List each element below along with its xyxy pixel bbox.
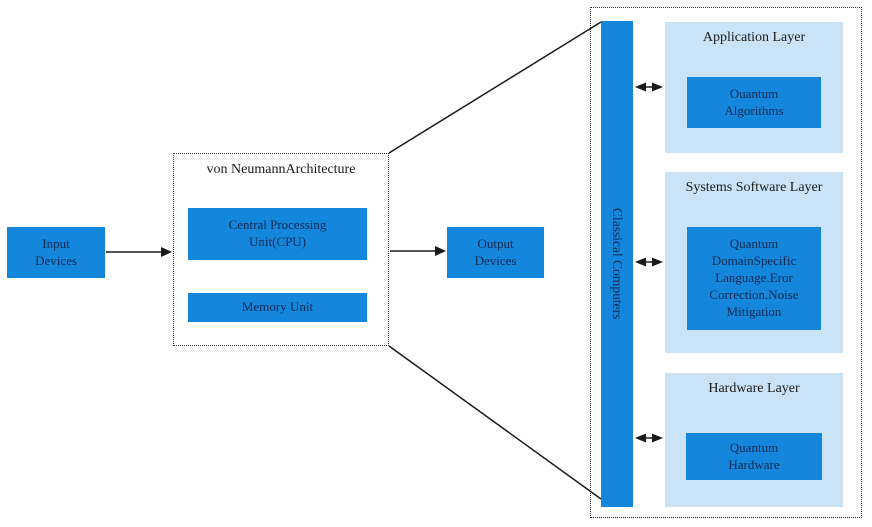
von-neumann-title: von NeumannArchitecture (206, 162, 356, 177)
quantum-dsl-box: Quantum DomainSpecific Language.Eror Cor… (687, 227, 821, 330)
cpu-box: Central Processing Unit(CPU) (188, 208, 367, 260)
von-neumann-box: von NeumannArchitecture Central Processi… (173, 153, 389, 346)
quantum-hardware-box: Quantum Hardware (686, 433, 822, 480)
systems-software-layer-panel: Systems Software Layer Quantum DomainSpe… (665, 172, 843, 353)
arrow-vonneumann-to-output (390, 246, 446, 256)
input-devices-label: Input Devices (35, 235, 77, 268)
memory-unit-box: Memory Unit (188, 293, 367, 322)
line-vonneumann-top-to-classical (388, 21, 602, 154)
hardware-layer-panel: Hardware Layer Quantum Hardware (665, 373, 843, 507)
arrow-input-to-vonneumann (106, 247, 172, 257)
quantum-hardware-label: Quantum Hardware (728, 439, 780, 472)
line-vonneumann-bottom-to-classical (388, 345, 602, 500)
quantum-algorithms-label: Ouantum Algorithms (724, 85, 784, 118)
quantum-algorithms-box: Ouantum Algorithms (687, 77, 821, 128)
application-layer-title: Application Layer (702, 30, 806, 45)
systems-software-layer-title: Systems Software Layer (685, 180, 823, 195)
cpu-label: Central Processing Unit(CPU) (228, 217, 327, 249)
classical-computers-label: Classical Computers (610, 208, 625, 320)
application-layer-panel: Application Layer Ouantum Algorithms (665, 22, 843, 153)
output-devices-label: Output Devices (474, 235, 517, 268)
classical-computers-bar: Classical Computers (601, 21, 633, 507)
output-devices-box: Output Devices (447, 227, 544, 278)
input-devices-box: Input Devices (7, 227, 105, 278)
quantum-dsl-label: Quantum DomainSpecific Language.Eror Cor… (709, 236, 799, 319)
hardware-layer-title: Hardware Layer (708, 381, 800, 396)
memory-unit-label: Memory Unit (241, 299, 314, 315)
